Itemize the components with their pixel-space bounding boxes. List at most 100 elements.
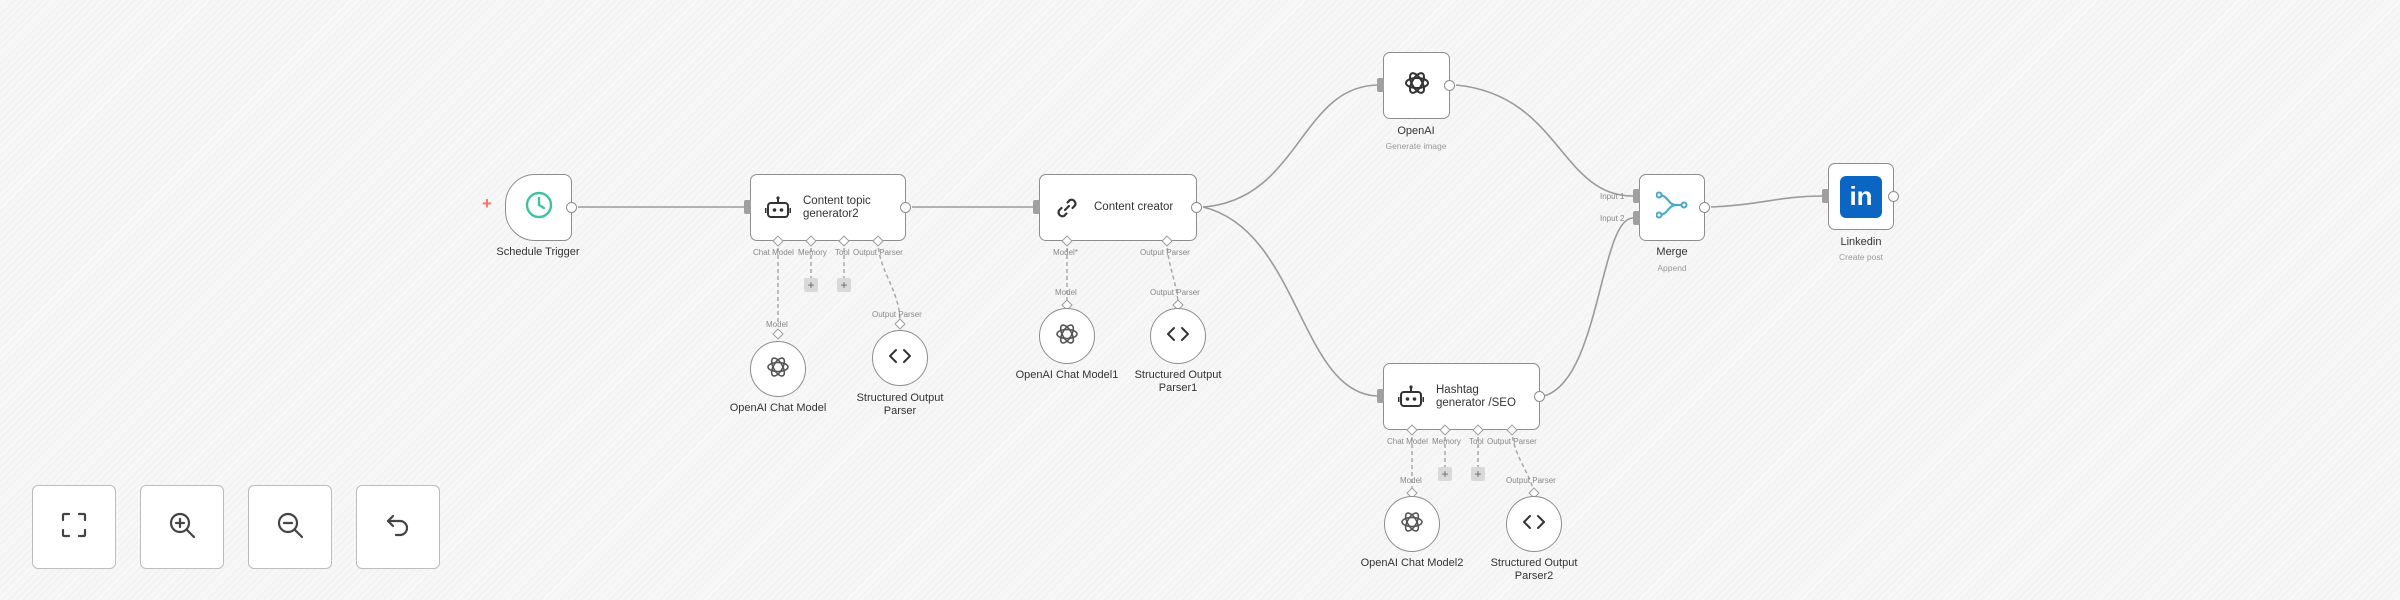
- merge-sublabel: Append: [1657, 263, 1687, 273]
- port-label-output-parser: Output Parser: [1140, 248, 1190, 257]
- input-port[interactable]: [1377, 78, 1384, 92]
- input-port[interactable]: [744, 200, 751, 214]
- structured-output-parser2-label: Structured Output Parser2: [1454, 557, 1614, 583]
- sub-conn-label-model: Model: [766, 320, 788, 329]
- port-label-model: Model*: [1053, 248, 1078, 257]
- sub-conn-label-output-parser: Output Parser: [1506, 476, 1556, 485]
- openai-icon: [765, 354, 791, 385]
- parser-label-line1: Structured Output: [856, 392, 944, 404]
- parser2-label-line2: Parser2: [1514, 570, 1554, 582]
- output-port[interactable]: [1534, 391, 1545, 402]
- fullscreen-icon: [59, 510, 89, 545]
- linkedin-sublabel: Create post: [1839, 252, 1883, 262]
- openai-chat-model-label: OpenAI Chat Model: [729, 402, 827, 414]
- edge-creator-to-openai: [1202, 84, 1380, 208]
- code-brackets-icon: [1166, 325, 1190, 348]
- openai-chat-model2-label: OpenAI Chat Model2: [1360, 557, 1464, 569]
- openai-icon: [1399, 509, 1425, 540]
- input-port[interactable]: [1377, 389, 1384, 403]
- linkedin-icon: in: [1840, 175, 1882, 218]
- input-port-2[interactable]: [1633, 211, 1640, 225]
- output-port[interactable]: [1444, 80, 1455, 91]
- port-label-tool: Tool: [1469, 437, 1484, 446]
- merge-label: Merge: [1656, 246, 1688, 258]
- port-label-chat-model: Chat Model: [753, 248, 794, 257]
- structured-output-parser-label: Structured Output Parser: [820, 392, 980, 418]
- code-brackets-icon: [1522, 513, 1546, 536]
- schedule-trigger-label: Schedule Trigger: [496, 246, 580, 258]
- parser-label-line2: Parser: [883, 405, 917, 417]
- zoom-out-button[interactable]: [248, 485, 332, 569]
- merge-node[interactable]: [1639, 174, 1705, 241]
- add-memory-plus-icon[interactable]: +: [1438, 467, 1452, 481]
- content-topic-title-line2: generator2: [803, 207, 859, 220]
- edge-hashtag-to-merge: [1543, 217, 1634, 397]
- port-label-chat-model: Chat Model: [1387, 437, 1428, 446]
- edge-openai-to-merge: [1455, 84, 1634, 197]
- openai-chat-model2-node[interactable]: [1384, 496, 1440, 552]
- openai-label: OpenAI: [1397, 125, 1435, 137]
- code-brackets-icon: [888, 347, 912, 370]
- output-port[interactable]: [1699, 202, 1710, 213]
- link-icon: [1054, 195, 1080, 221]
- add-tool-plus-icon[interactable]: +: [837, 278, 851, 292]
- sub-conn-label-output-parser: Output Parser: [872, 310, 922, 319]
- hashtag-title-line2: generator /SEO: [1436, 396, 1516, 409]
- content-creator-node[interactable]: Content creator: [1039, 174, 1197, 241]
- content-topic-generator-node[interactable]: Content topic generator2: [750, 174, 906, 241]
- port-label-output-parser: Output Parser: [853, 248, 903, 257]
- schedule-trigger-node[interactable]: [505, 174, 572, 241]
- output-port[interactable]: [566, 202, 577, 213]
- port-label-tool: Tool: [835, 248, 850, 257]
- openai-node[interactable]: [1383, 52, 1450, 119]
- sub-conn-label-model: Model: [1400, 476, 1422, 485]
- port-label-memory: Memory: [1432, 437, 1461, 446]
- parser2-label-line1: Structured Output: [1490, 557, 1578, 569]
- zoom-in-icon: [167, 510, 197, 545]
- input-port[interactable]: [1033, 200, 1040, 214]
- add-trigger-plus-icon[interactable]: +: [482, 194, 492, 213]
- content-creator-title: Content creator: [1094, 201, 1174, 213]
- openai-chat-model-node[interactable]: [750, 341, 806, 397]
- openai-icon: [1402, 68, 1432, 103]
- merge-input2-label: Input 2: [1600, 214, 1625, 223]
- parser1-label-line1: Structured Output: [1134, 369, 1222, 381]
- edge-merge-to-linkedin: [1710, 195, 1823, 208]
- structured-output-parser-node[interactable]: [872, 330, 928, 386]
- port-label-memory: Memory: [798, 248, 827, 257]
- output-port[interactable]: [1191, 202, 1202, 213]
- hashtag-title-line1: Hashtag: [1436, 383, 1479, 396]
- add-memory-plus-icon[interactable]: +: [804, 278, 818, 292]
- robot-icon: [1398, 384, 1424, 409]
- merge-icon: [1655, 190, 1688, 225]
- parser1-label-line2: Parser1: [1158, 382, 1198, 394]
- merge-input1-label: Input 1: [1600, 192, 1625, 201]
- sub-conn-label-model: Model: [1055, 288, 1077, 297]
- zoom-out-icon: [275, 510, 305, 545]
- input-port-1[interactable]: [1633, 189, 1640, 203]
- openai-sublabel: Generate image: [1385, 141, 1447, 151]
- undo-icon: [383, 510, 413, 545]
- linkedin-node[interactable]: in: [1828, 163, 1894, 230]
- robot-icon: [765, 195, 791, 220]
- output-port[interactable]: [900, 202, 911, 213]
- fit-view-button[interactable]: [32, 485, 116, 569]
- edge-creator-to-hashtag: [1202, 206, 1380, 397]
- clock-icon: [524, 190, 554, 225]
- sub-conn-label-output-parser: Output Parser: [1150, 288, 1200, 297]
- openai-chat-model1-node[interactable]: [1039, 308, 1095, 364]
- output-port[interactable]: [1888, 191, 1899, 202]
- openai-chat-model1-label: OpenAI Chat Model1: [1015, 369, 1119, 381]
- content-topic-title-line1: Content topic: [803, 194, 871, 207]
- structured-output-parser1-node[interactable]: [1150, 308, 1206, 364]
- add-tool-plus-icon[interactable]: +: [1471, 467, 1485, 481]
- structured-output-parser2-node[interactable]: [1506, 496, 1562, 552]
- linkedin-label: Linkedin: [1840, 236, 1882, 248]
- hashtag-generator-node[interactable]: Hashtag generator /SEO: [1383, 363, 1540, 430]
- subedge-topic-parser: [877, 240, 901, 323]
- zoom-in-button[interactable]: [140, 485, 224, 569]
- reset-zoom-button[interactable]: [356, 485, 440, 569]
- input-port[interactable]: [1822, 189, 1829, 203]
- openai-icon: [1054, 321, 1080, 352]
